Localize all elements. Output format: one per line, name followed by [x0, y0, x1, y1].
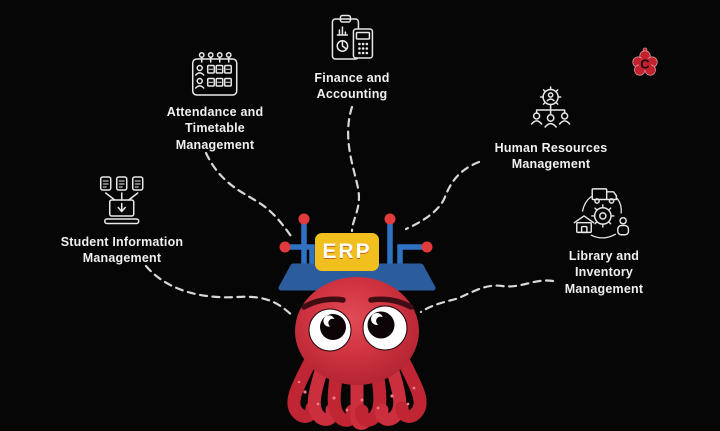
connector-student: [144, 264, 295, 318]
module-student-information-label: Student Information Management: [60, 235, 184, 266]
tentacles-illustration: [287, 355, 427, 430]
module-human-resources-label: Human Resources Management: [494, 141, 608, 172]
tentacle-sparkles: [297, 380, 416, 412]
human-resources-icon: [524, 86, 578, 134]
module-attendance-timetable-label: Attendance and Timetable Management: [166, 105, 264, 152]
brand-logo: C: [632, 47, 658, 76]
connector-library: [419, 279, 555, 314]
circuit-nodes: [279, 213, 433, 253]
module-finance-accounting-label: Finance and Accounting: [314, 71, 390, 102]
erp-label: ERP: [322, 240, 372, 263]
attendance-timetable-icon: [190, 50, 240, 98]
connector-finance: [347, 105, 360, 233]
connector-attendance: [204, 151, 295, 241]
student-information-icon: [99, 176, 145, 228]
eyebrows-illustration: [301, 296, 414, 310]
finance-accounting-icon: [329, 14, 375, 64]
module-library-inventory: Library and Inventory Management: [565, 186, 643, 297]
module-student-information: Student Information Management: [61, 176, 184, 267]
erp-badge: [315, 233, 379, 271]
eyes-illustration: [308, 305, 408, 352]
module-library-inventory-label: Library and Inventory Management: [564, 249, 644, 296]
library-inventory-icon: [573, 186, 635, 242]
module-human-resources: Human Resources Management: [495, 86, 608, 173]
module-finance-accounting: Finance and Accounting: [314, 14, 389, 103]
circuit-antennas-illustration: [284, 221, 428, 271]
connector-hr: [404, 160, 481, 231]
octopus-head-illustration: [295, 277, 419, 385]
module-attendance-timetable: Attendance and Timetable Management: [167, 50, 264, 153]
brand-logo-letter: C: [640, 56, 650, 71]
